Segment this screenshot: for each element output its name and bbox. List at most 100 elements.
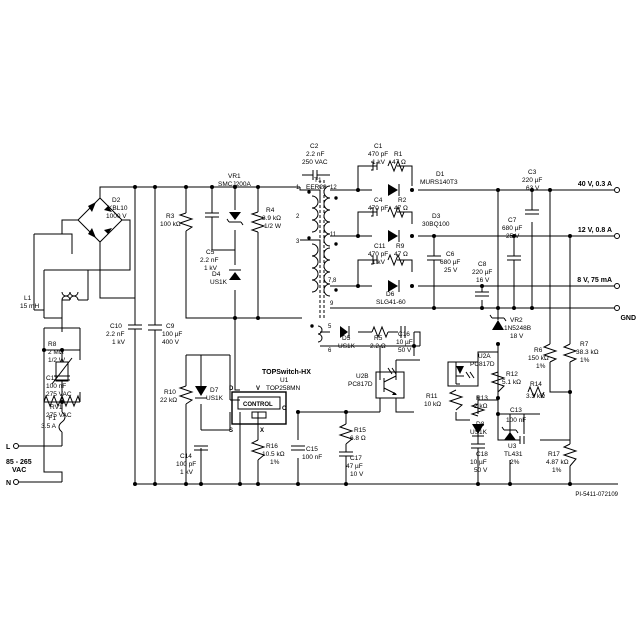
u2b-part: PC817D [348, 381, 373, 388]
u1-pin-d: D [229, 386, 234, 392]
u3-ref: U3 [508, 443, 517, 450]
line-label: L [6, 444, 11, 451]
r13-value: 2 kΩ [474, 403, 488, 410]
junctions [13, 185, 620, 486]
d8-ref: D8 [476, 421, 485, 428]
d1-part: MURS140T3 [420, 179, 458, 186]
c17-ref: C17 [350, 455, 362, 462]
f1-ref: F1 [48, 415, 56, 422]
r6-tol: 1% [536, 363, 546, 370]
document-id: PI-5411-072109 [575, 492, 618, 498]
d7-part: US1K [206, 395, 224, 402]
r14-ref: R14 [530, 381, 542, 388]
c17-value: 47 µF [346, 463, 363, 470]
c6-ref: C6 [446, 251, 455, 258]
input-unit-label: VAC [12, 467, 26, 474]
c5-rating: 1 kV [204, 265, 218, 272]
d3-part: 30BQ100 [422, 221, 450, 228]
r16-tol: 1% [270, 459, 280, 466]
u1-part: TOP258MN [266, 385, 301, 392]
d2-part: KBL10 [108, 205, 128, 212]
d3-ref: D3 [432, 213, 441, 220]
r16-value: 10.5 kΩ [262, 451, 285, 458]
r4-ref: R4 [266, 207, 275, 214]
c10-rating: 1 kV [112, 339, 126, 346]
r2-ref: R2 [398, 197, 407, 204]
r5-value: 2.2 Ω [370, 343, 386, 350]
r15-ref: R15 [354, 427, 366, 434]
c15-value: 100 nF [302, 454, 322, 461]
pin-1: 1 [296, 185, 300, 191]
r11-value: 10 kΩ [424, 401, 441, 408]
r4-value: 3.9 kΩ [262, 215, 281, 222]
vr2-ref: VR2 [510, 317, 523, 324]
component-symbols [43, 159, 578, 468]
u1-pin-v: V [256, 386, 260, 392]
d8-part: US1K [470, 429, 488, 436]
pin-3: 3 [296, 239, 300, 245]
output-40v-label: 40 V, 0.3 A [578, 181, 612, 188]
c2-value: 2.2 nF [306, 151, 324, 158]
c9-ref: C9 [166, 323, 175, 330]
u3-tol: 2% [510, 459, 520, 466]
u2a-part: PC817D [470, 361, 495, 368]
r12-ref: R12 [506, 371, 518, 378]
d2-ref: D2 [112, 197, 121, 204]
r3-value: 100 kΩ [160, 221, 181, 228]
r2-value: 47 Ω [394, 205, 408, 212]
c14-ref: C14 [180, 453, 192, 460]
d1-ref: D1 [436, 171, 445, 178]
vr2-rating: 18 V [510, 333, 524, 340]
r5-ref: R5 [374, 335, 383, 342]
c17-rating: 10 V [350, 471, 364, 478]
d7-ref: D7 [210, 387, 219, 394]
c8-ref: C8 [478, 261, 487, 268]
c10-ref: C10 [110, 323, 122, 330]
r4-rating: 1/2 W [264, 223, 282, 230]
c2-rating: 250 VAC [302, 159, 328, 166]
r1-value: 47 Ω [392, 159, 406, 166]
labels: L N 85 - 265 VAC F1 3.5 A RV1 275 VAC C1… [6, 143, 636, 498]
c5-value: 2.2 nF [200, 257, 218, 264]
c12-value: 100 nF [46, 383, 66, 390]
r6-value: 150 kΩ [528, 355, 549, 362]
pin-12: 12 [330, 185, 337, 191]
c15-ref: C15 [306, 446, 318, 453]
pin-6: 6 [328, 348, 332, 354]
pin-2: 2 [296, 214, 300, 220]
c3-ref: C3 [528, 169, 537, 176]
c16-rating: 50 V [398, 347, 412, 354]
u1-control-label: CONTROL [243, 402, 273, 408]
c9-rating: 400 V [162, 339, 180, 346]
r12-value: 5.1 kΩ [502, 379, 521, 386]
c4-ref: C4 [374, 197, 383, 204]
c12-ref: C12 [46, 375, 58, 382]
t1-part: EER28 [306, 184, 327, 191]
c11-value: 470 pF [368, 251, 388, 258]
r7-ref: R7 [580, 341, 589, 348]
r17-value: 4.87 kΩ [546, 459, 569, 466]
u1-pin-s: S [229, 428, 233, 434]
r10-value: 22 kΩ [160, 397, 177, 404]
c2-ref: C2 [310, 143, 319, 150]
r7-tol: 1% [580, 357, 590, 364]
r9-ref: R9 [396, 243, 405, 250]
vr1-ref: VR1 [228, 173, 241, 180]
u1-pin-x: X [260, 428, 264, 434]
r8-rating: 1/2 W [48, 357, 66, 364]
d6-part: SLG41-60 [376, 299, 406, 306]
l1-value: 15 mH [20, 303, 39, 310]
r13-ref: R13 [476, 395, 488, 402]
d5-ref: D5 [342, 335, 351, 342]
c11-ref: C11 [374, 243, 386, 250]
c13-value: 100 nF [506, 417, 526, 424]
c8-rating: 16 V [476, 277, 490, 284]
r17-tol: 1% [552, 467, 562, 474]
r7-value: 38.3 kΩ [576, 349, 599, 356]
input-range-label: 85 - 265 [6, 459, 32, 466]
vr1-part: SMCJ200A [218, 181, 252, 188]
r6-ref: R6 [534, 347, 543, 354]
u3-part: TL431 [504, 451, 523, 458]
c16-ref: C16 [398, 331, 410, 338]
pin-5: 5 [328, 324, 332, 330]
